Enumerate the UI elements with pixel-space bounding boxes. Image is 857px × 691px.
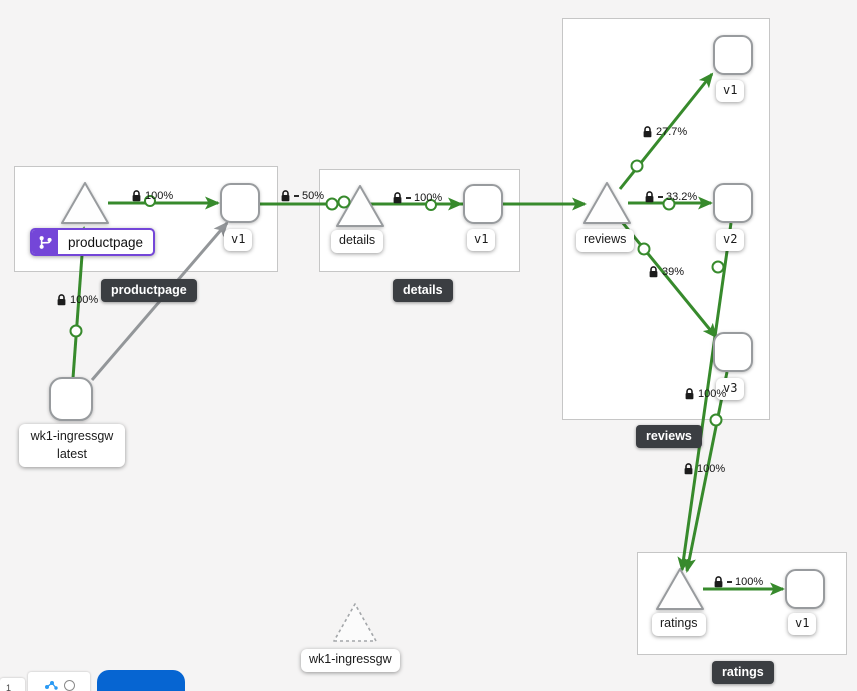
label-reviews-v1: v1 — [716, 80, 745, 102]
edge-label-ratings-v1: 100% — [713, 576, 763, 588]
group-badge-reviews: reviews — [636, 425, 702, 448]
label-reviews-v2: v2 — [716, 229, 745, 251]
label-productpage-v1: v1 — [224, 229, 253, 251]
edge-reviews-to-v3[interactable] — [616, 216, 718, 339]
label-ingress-workload: wk1-ingressgw latest — [19, 424, 125, 468]
node-ingress-workload[interactable] — [49, 377, 93, 421]
lock-icon — [57, 294, 66, 306]
group-badge-ratings: ratings — [712, 661, 774, 684]
lock-icon — [684, 463, 693, 475]
node-ratings-service[interactable] — [656, 568, 704, 610]
edge-dash — [727, 581, 732, 583]
virtual-service-badge — [32, 230, 58, 254]
edge-percent: 100% — [697, 463, 726, 475]
node-label-text: productpage — [68, 234, 144, 250]
edge-percent: 27.7% — [656, 126, 688, 138]
edge-percent: 33.2% — [666, 191, 698, 203]
lock-icon — [645, 191, 654, 203]
graph-options-chip[interactable] — [28, 672, 90, 691]
node-reviews-v1[interactable] — [713, 35, 753, 75]
edge-label-reviews-v3: 39% — [648, 266, 684, 278]
loop-icon — [63, 679, 75, 691]
node-reviews-service[interactable] — [583, 182, 631, 224]
edge-percent: 100% — [735, 576, 764, 588]
lock-icon — [685, 388, 694, 400]
selected-node-label-productpage[interactable]: productpage — [30, 228, 156, 256]
zoom-indicator-value: 1 — [6, 683, 12, 691]
graph-icon — [44, 681, 58, 690]
edge-label-reviews-v2: 33.2% — [644, 191, 697, 203]
edge-label-productpage-v1: 100% — [131, 190, 173, 202]
edge-v3-to-ratings[interactable] — [683, 371, 729, 573]
label-ratings-v1: v1 — [788, 613, 817, 635]
lock-icon — [649, 266, 658, 278]
edge-percent: 100% — [414, 192, 443, 204]
edge-label-ingress-productpage: 100% — [56, 294, 98, 306]
edge-dash — [294, 195, 299, 197]
edge-label-v2-ratings: 100% — [684, 388, 726, 400]
edge-percent: 100% — [698, 388, 727, 400]
node-reviews-v2[interactable] — [713, 183, 753, 223]
group-badge-productpage: productpage — [101, 279, 197, 302]
ingress-name-line: wk1-ingressgw — [30, 429, 114, 443]
edge-percent: 50% — [302, 190, 325, 202]
label-details-v1: v1 — [467, 229, 496, 251]
label-ingress-service: wk1-ingressgw — [301, 649, 400, 672]
edge-waypoint-circles — [69, 159, 725, 427]
node-reviews-v3[interactable] — [713, 332, 753, 372]
group-badge-details: details — [393, 279, 453, 302]
ingress-version-line: latest — [57, 447, 87, 462]
code-branch-icon — [39, 235, 52, 249]
lock-icon — [281, 190, 290, 202]
edge-percent: 39% — [662, 266, 685, 278]
zoom-indicator-chip[interactable]: 1 — [0, 678, 25, 691]
label-reviews-service: reviews — [576, 229, 635, 252]
lock-icon — [714, 576, 723, 588]
edge-percent: 100% — [145, 190, 174, 202]
edge-dash — [658, 196, 663, 198]
lock-icon — [393, 192, 402, 204]
node-productpage-v1[interactable] — [220, 183, 260, 223]
node-ingress-service-idle[interactable] — [333, 603, 377, 642]
lock-icon — [132, 190, 141, 202]
edge-label-reviews-v1: 27.7% — [642, 126, 687, 138]
node-productpage-service[interactable] — [61, 182, 109, 224]
lock-icon — [643, 126, 652, 138]
edge-percent: 100% — [70, 294, 99, 306]
edge-dash — [406, 197, 411, 199]
node-ratings-v1[interactable] — [785, 569, 825, 609]
edge-label-v3-ratings: 100% — [683, 463, 725, 475]
label-details-service: details — [331, 230, 384, 253]
edge-label-v1-details: 50% — [280, 190, 324, 202]
edge-v2-to-ratings[interactable] — [677, 222, 733, 572]
label-ratings-service: ratings — [652, 613, 706, 636]
label-reviews-v3: v3 — [716, 378, 745, 400]
edge-label-details-v1: 100% — [392, 192, 442, 204]
node-details-v1[interactable] — [463, 184, 503, 224]
legend-button[interactable]: Legend — [97, 670, 185, 691]
